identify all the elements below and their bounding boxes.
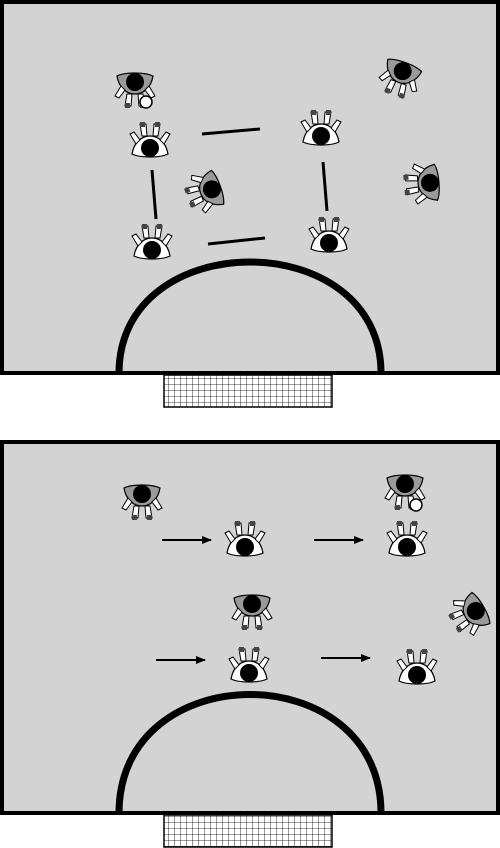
- bottom-diagram: [0, 440, 500, 848]
- goal-net: [163, 374, 333, 408]
- goal-net: [163, 814, 333, 848]
- ball: [139, 95, 153, 109]
- top-diagram: [0, 0, 500, 408]
- defender-link: [201, 127, 261, 136]
- defender-link: [207, 236, 266, 246]
- goal-area-arc: [115, 258, 385, 374]
- defender-link: [321, 161, 329, 212]
- ball: [409, 498, 423, 512]
- defender-link: [150, 169, 158, 220]
- goal-area-arc: [115, 691, 385, 814]
